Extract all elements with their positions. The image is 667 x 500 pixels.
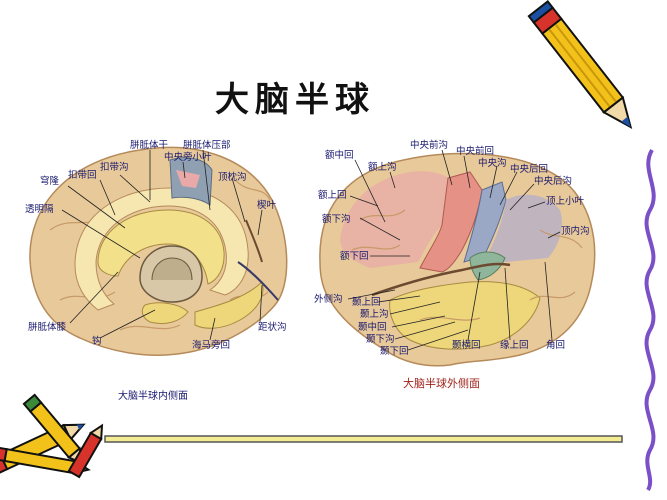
label-cuneus: 楔叶: [257, 200, 277, 211]
label-parieto-occipital-sulcus: 顶枕沟: [218, 172, 247, 183]
label-lateral-sulcus: 外侧沟: [314, 294, 343, 305]
label-superior-temporal-sulcus: 颞上沟: [360, 309, 389, 320]
medial-brain-illustration: [29, 146, 288, 356]
lateral-brain-illustration: [319, 152, 596, 367]
label-precentral-gyrus: 中央前回: [456, 146, 495, 157]
label-fornix: 穹隆: [40, 176, 60, 187]
label-middle-frontal-gyrus: 额中回: [325, 150, 354, 161]
pencil-bundle-icon: [0, 393, 104, 479]
label-inferior-frontal-gyrus: 额下回: [340, 251, 369, 262]
label-middle-temporal-gyrus: 颞中回: [358, 322, 387, 333]
label-inferior-temporal-sulcus: 颞下沟: [366, 334, 395, 345]
pencil-icon: [527, 0, 633, 130]
label-corpus-callosum-trunk: 胼胝体干: [130, 140, 169, 151]
label-paracentral-lobule: 中央旁小叶: [164, 152, 212, 163]
label-angular-gyrus: 角回: [546, 340, 566, 351]
label-genu-corpus-callosum: 胼胝体膝: [28, 322, 67, 333]
label-central-sulcus: 中央沟: [478, 158, 507, 169]
label-uncus: 钩: [92, 336, 102, 347]
label-superior-temporal-gyrus: 颞上回: [352, 297, 381, 308]
label-cingulate-gyrus: 扣带回: [68, 170, 97, 181]
label-superior-frontal-gyrus: 额上回: [318, 190, 347, 201]
lateral-view-caption: 大脑半球外侧面: [403, 377, 480, 390]
slide-title: 大脑半球: [215, 80, 375, 120]
label-calcarine-sulcus: 距状沟: [258, 322, 287, 333]
label-septum-pellucidum: 透明隔: [25, 204, 54, 215]
label-cingulate-sulcus: 扣带沟: [100, 162, 129, 173]
label-corpus-callosum-splenium: 胼胝体压部: [183, 140, 231, 151]
label-intraparietal-sulcus: 顶内沟: [561, 226, 590, 237]
leader-lines: [61, 149, 561, 351]
label-inferior-frontal-sulcus: 额下沟: [322, 214, 351, 225]
divider-bar: [104, 435, 623, 443]
label-supramarginal-gyrus: 缘上回: [500, 340, 529, 351]
label-parahippocampal-gyrus: 海马旁回: [192, 340, 231, 351]
medial-view-caption: 大脑半球内侧面: [118, 391, 188, 402]
label-transverse-temporal-gyrus: 颞横回: [452, 340, 481, 351]
label-precentral-sulcus: 中央前沟: [410, 140, 449, 151]
label-inferior-temporal-gyrus: 颞下回: [380, 346, 409, 357]
label-postcentral-sulcus: 中央后沟: [534, 176, 573, 187]
label-superior-frontal-sulcus: 额上沟: [368, 162, 397, 173]
label-superior-parietal-lobule: 顶上小叶: [546, 196, 585, 207]
wavy-border-icon: [644, 148, 656, 492]
label-postcentral-gyrus: 中央后回: [510, 164, 549, 175]
